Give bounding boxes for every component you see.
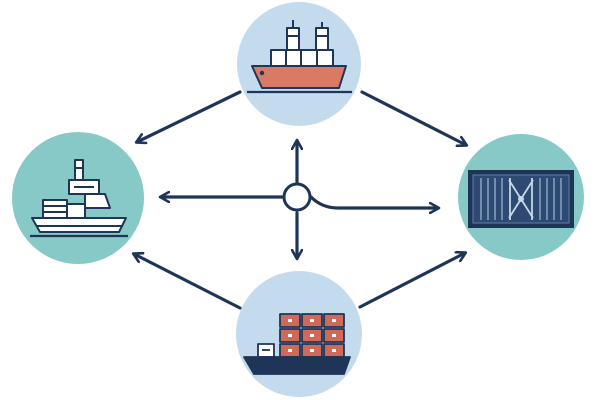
node-left-circle <box>12 132 144 264</box>
container-ship-icon <box>30 159 128 238</box>
hub-circle-icon <box>282 182 312 212</box>
node-left <box>12 132 144 264</box>
node-top <box>237 2 361 126</box>
cargo-ship-icon <box>247 20 352 94</box>
loaded-cargo-ship-icon <box>243 313 351 375</box>
arrow-top-to-right <box>360 90 466 145</box>
arrow-bottom-to-left <box>134 254 242 310</box>
arrow-hub-to-right <box>309 195 438 208</box>
arrow-bottom-to-right <box>358 253 465 309</box>
node-bottom <box>236 271 362 397</box>
arrow-top-to-left <box>137 90 242 142</box>
shipping-container-icon <box>468 170 574 228</box>
connector-arrows <box>134 90 466 310</box>
node-right <box>458 134 584 260</box>
